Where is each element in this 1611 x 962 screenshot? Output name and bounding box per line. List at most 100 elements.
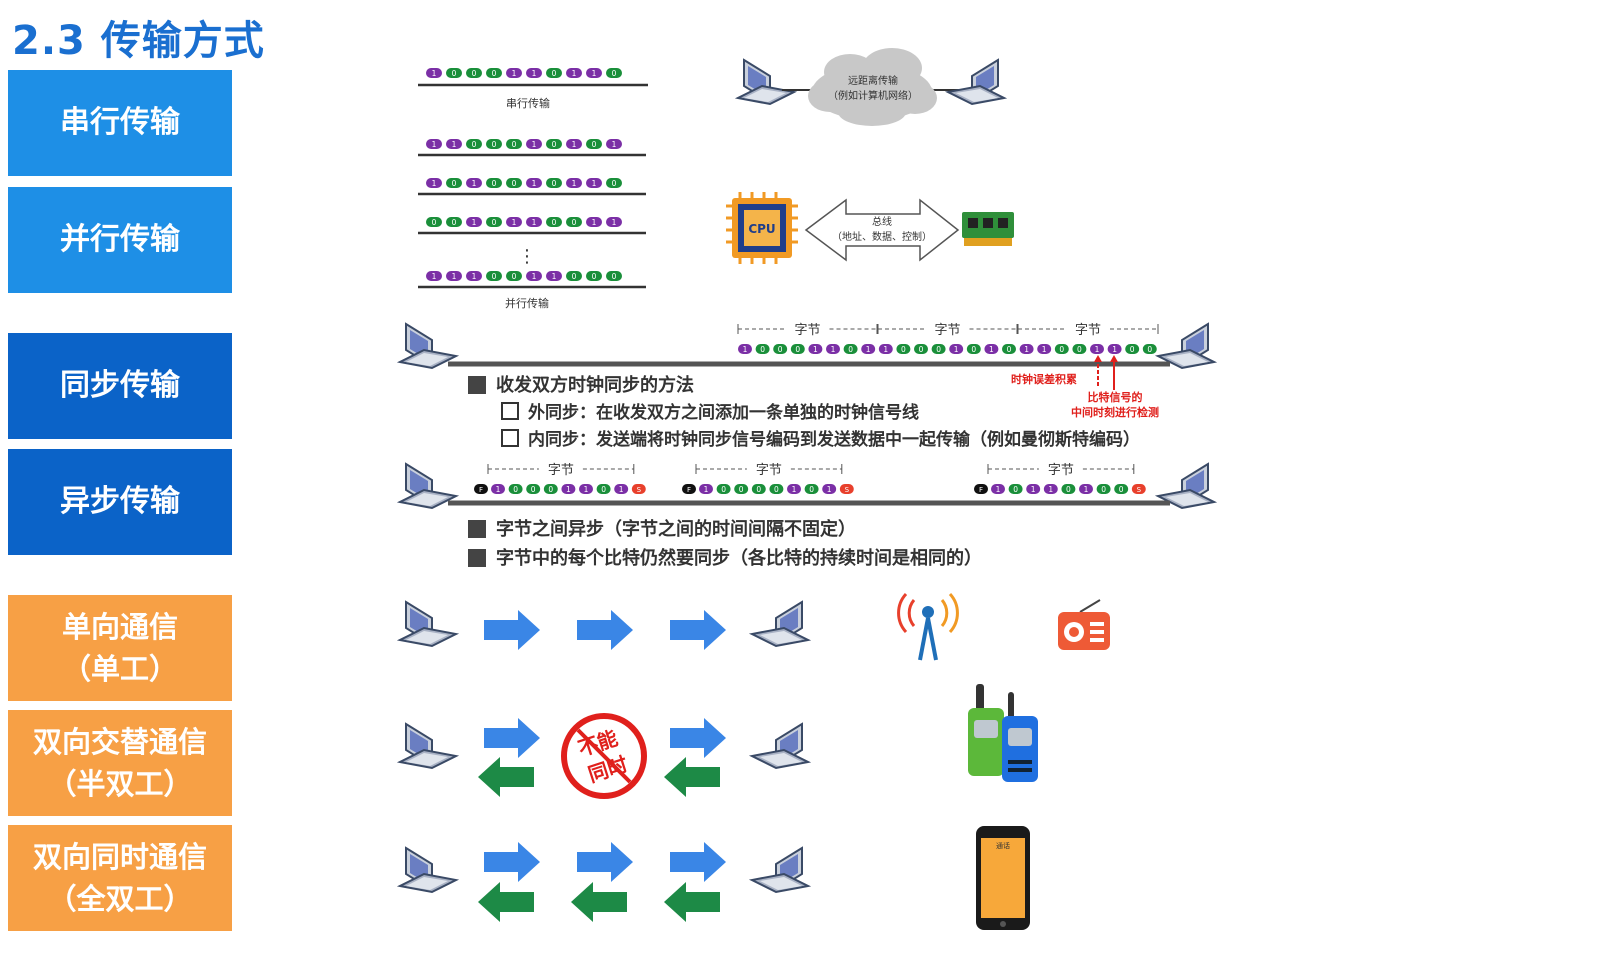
bit-value: 0 (795, 345, 800, 354)
nav-full-duplex[interactable]: 双向同时通信 （全双工） (8, 825, 232, 931)
bit-value: 1 (566, 485, 571, 494)
bit-cell: 0 (896, 344, 911, 354)
bit-value: 1 (432, 69, 437, 78)
bit-value: 1 (532, 140, 537, 149)
bit-cell: 0 (508, 484, 523, 494)
bit-cell: 0 (566, 217, 582, 227)
bit-value: 1 (792, 485, 797, 494)
start-bit: F (974, 484, 988, 494)
bit-value: 0 (452, 69, 457, 78)
bit-value: 0 (1101, 485, 1106, 494)
simplex-diagram (399, 592, 1110, 661)
bit-cell: 0 (486, 139, 502, 149)
bit-cell: 1 (566, 178, 582, 188)
walkie-talkie-icon (968, 684, 1038, 782)
bit-value: 0 (848, 345, 853, 354)
bit-cell: 1 (826, 344, 840, 354)
byte-label: 字节 (794, 323, 820, 338)
nav-sublabel: （半双工） (47, 767, 193, 801)
nav-half-duplex[interactable]: 双向交替通信 （半双工） (8, 710, 232, 816)
bit-value: 0 (1077, 345, 1082, 354)
bit-value: 1 (452, 272, 457, 281)
bit-value: 1 (552, 272, 557, 281)
bit-cell: 0 (1008, 484, 1023, 494)
bit-value: 0 (919, 345, 924, 354)
byte-label: 字节 (548, 463, 574, 478)
bit-value: 0 (531, 485, 536, 494)
bit-cell: 0 (506, 271, 522, 281)
detect-line1: 比特信号的 (1088, 390, 1143, 404)
radio-icon (1058, 599, 1110, 650)
bit-value: 0 (612, 179, 617, 188)
laptop-icon (399, 463, 457, 509)
laptop-icon (399, 323, 457, 369)
bit-cell: 1 (949, 344, 964, 354)
bit-value: 1 (989, 345, 994, 354)
bit-cell: 0 (446, 217, 462, 227)
nav-parallel-transmission[interactable]: 并行传输 (8, 187, 232, 293)
bit-value: 0 (512, 179, 517, 188)
byte-bracket: 字节 (877, 323, 1018, 338)
bit-value: 0 (774, 485, 779, 494)
start-bit-label: F (479, 486, 483, 494)
bit-cell: 0 (716, 484, 731, 494)
arrow-right-icon (670, 610, 726, 650)
bit-value: 0 (778, 345, 783, 354)
bit-cell: 0 (606, 271, 622, 281)
bit-value: 0 (512, 272, 517, 281)
bit-value: 0 (739, 485, 744, 494)
bit-value: 1 (619, 485, 624, 494)
bit-value: 0 (552, 218, 557, 227)
nav-synchronous-transmission[interactable]: 同步传输 (8, 333, 232, 439)
arrow-right-icon (577, 842, 633, 882)
bit-cell: 1 (586, 68, 602, 78)
bit-value: 0 (452, 218, 457, 227)
bit-value: 0 (971, 345, 976, 354)
stop-bit: S (839, 484, 854, 494)
clock-error-label: 时钟误差积累 (1011, 372, 1077, 386)
broadcast-tower-icon (897, 592, 959, 661)
laptop-icon (751, 847, 809, 893)
bit-cell: 0 (446, 68, 462, 78)
bit-cell: 1 (614, 484, 629, 494)
cpu-chip-icon: CPU (726, 192, 798, 264)
stop-bit: S (631, 484, 646, 494)
half-duplex-diagram: 不能 同时 (399, 684, 1038, 799)
nav-serial-transmission[interactable]: 串行传输 (8, 70, 232, 176)
start-bit: F (474, 484, 488, 494)
bit-value: 1 (954, 345, 959, 354)
bit-cell: 1 (699, 484, 713, 494)
bit-cell: 0 (755, 344, 770, 354)
bit-value: 1 (592, 69, 597, 78)
bit-cell: 1 (466, 217, 482, 227)
bus-line1: 总线 (872, 215, 892, 228)
nav-sublabel: （全双工） (47, 882, 193, 916)
bit-cell: 1 (1107, 344, 1122, 354)
nav-asynchronous-transmission[interactable]: 异步传输 (8, 449, 232, 555)
bit-cell: 1 (426, 178, 442, 188)
bit-value: 1 (572, 69, 577, 78)
bit-cell: 1 (526, 139, 542, 149)
bit-value: 1 (743, 345, 748, 354)
bit-cell: 1 (466, 271, 482, 281)
bit-value: 1 (432, 140, 437, 149)
smartphone-icon: 通话 (976, 826, 1030, 930)
bit-value: 1 (472, 179, 477, 188)
bit-value: 1 (1031, 485, 1036, 494)
bus-diagram: CPU 总线 （地址、数据、控制） (726, 192, 1014, 264)
bit-value: 0 (809, 485, 814, 494)
bit-cell: 1 (446, 139, 462, 149)
laptop-icon (399, 723, 457, 769)
nav-simplex[interactable]: 单向通信 （单工） (8, 595, 232, 701)
bit-value: 1 (1112, 345, 1117, 354)
arrow-left-icon (478, 757, 534, 797)
async-bullet1: 字节之间异步（字节之间的时间间隔不固定） (496, 518, 856, 540)
bit-value: 1 (532, 69, 537, 78)
arrow-right-icon (577, 610, 633, 650)
bit-cell: 0 (1002, 344, 1016, 354)
bit-cell: 0 (486, 68, 502, 78)
laptop-icon (399, 601, 457, 647)
byte-label: 字节 (756, 463, 782, 478)
